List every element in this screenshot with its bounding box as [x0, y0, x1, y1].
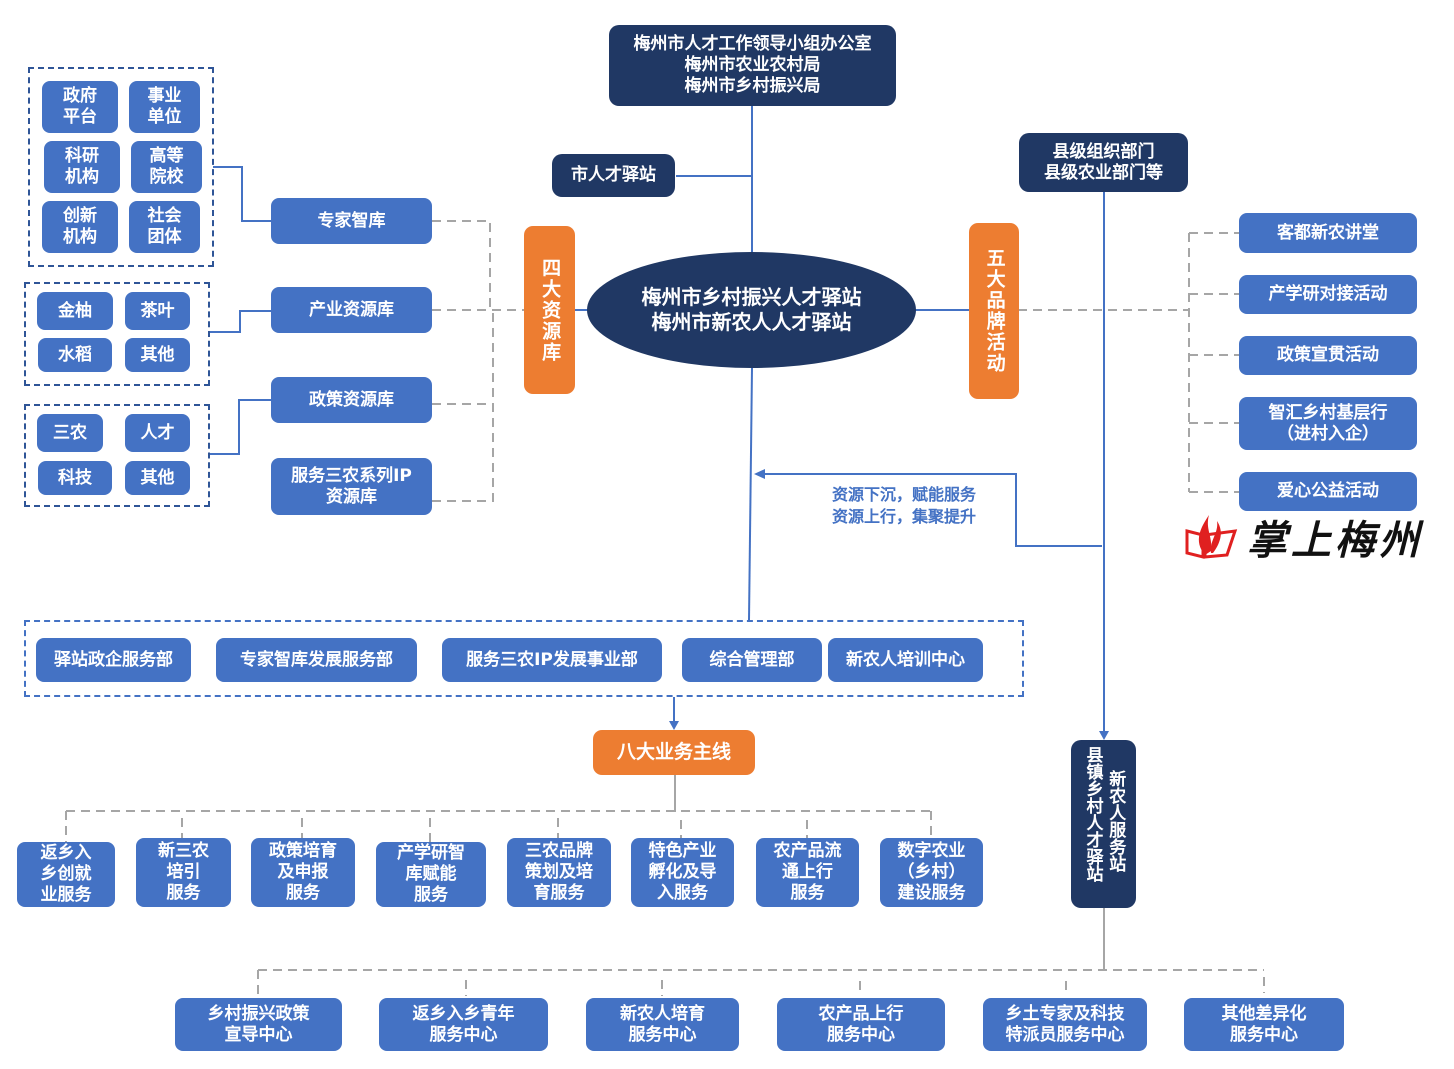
line-industry-members [209, 310, 272, 333]
member-research[interactable]: 科研 机构 [44, 141, 120, 193]
member-tea[interactable]: 茶叶 [125, 292, 190, 330]
city-talent-station[interactable]: 市人才驿站 [552, 154, 675, 197]
dash-expert [432, 220, 491, 310]
center-agri-products[interactable]: 农产品上行 服务中心 [777, 998, 945, 1051]
member-innovation[interactable]: 创新 机构 [42, 201, 118, 253]
eight-business-lines-label[interactable]: 八大业务主线 [593, 730, 755, 775]
center-new-farmer-training[interactable]: 新农人培育 服务中心 [586, 998, 739, 1051]
leadership-box[interactable]: 梅州市人才工作领导小组办公室 梅州市农业农村局 梅州市乡村振兴局 [609, 25, 896, 106]
flow-note: 资源下沉，赋能服务 资源上行，集聚提升 [832, 485, 977, 526]
member-industry-other[interactable]: 其他 [125, 338, 190, 372]
dept-expert-think-tank[interactable]: 专家智库发展服务部 [216, 638, 417, 682]
member-talent[interactable]: 人才 [125, 414, 190, 452]
member-university[interactable]: 高等 院校 [131, 141, 202, 193]
county-departments-box[interactable]: 县级组织部门 县级农业部门等 [1019, 133, 1188, 192]
member-institution[interactable]: 事业 单位 [129, 81, 200, 133]
line-expert-members [213, 166, 272, 222]
business-line-7[interactable]: 农产品流 通上行 服务 [756, 838, 859, 907]
line-center-departments [748, 367, 753, 621]
center-other[interactable]: 其他差异化 服务中心 [1184, 998, 1344, 1051]
brand-charity[interactable]: 爱心公益活动 [1239, 472, 1417, 511]
member-policy-other[interactable]: 其他 [125, 461, 190, 495]
five-brands-label[interactable]: 五大品牌活动 [969, 223, 1019, 399]
county-station-col2: 县镇乡村人才驿站 [1082, 746, 1103, 882]
member-gov-platform[interactable]: 政府 平台 [42, 81, 118, 133]
library-sannong-ip[interactable]: 服务三农系列IP 资源库 [271, 458, 432, 515]
business-line-3[interactable]: 政策培育 及申报 服务 [251, 838, 355, 907]
dept-general-management[interactable]: 综合管理部 [682, 638, 822, 682]
brand-industry-academia[interactable]: 产学研对接活动 [1239, 275, 1417, 314]
logo-flame-book-icon [1185, 515, 1238, 559]
library-industry[interactable]: 产业资源库 [271, 287, 432, 333]
member-tech[interactable]: 科技 [38, 461, 112, 495]
library-policy[interactable]: 政策资源库 [271, 377, 432, 423]
center-returning-youth[interactable]: 返乡入乡青年 服务中心 [379, 998, 548, 1051]
industry-members-frame [24, 282, 210, 386]
member-rice[interactable]: 水稻 [38, 338, 112, 372]
logo: 掌上梅州 [1183, 508, 1423, 566]
central-station-ellipse[interactable]: 梅州市乡村振兴人才驿站 梅州市新农人人才驿站 [587, 252, 916, 368]
business-line-2[interactable]: 新三农 培引 服务 [136, 838, 231, 907]
arrowhead-feedback [754, 469, 765, 479]
county-station-box[interactable]: 新农人服务站 县镇乡村人才驿站 [1071, 740, 1136, 908]
line-feedback [760, 473, 1102, 547]
brand-kedu-lecture[interactable]: 客都新农讲堂 [1239, 213, 1417, 253]
dash-ip [432, 312, 494, 502]
member-social-group[interactable]: 社会 团体 [129, 201, 200, 253]
business-line-1[interactable]: 返乡入 乡创就 业服务 [17, 842, 115, 907]
policy-members-frame [24, 404, 210, 507]
center-local-experts[interactable]: 乡土专家及科技 特派员服务中心 [983, 998, 1147, 1051]
member-sannong[interactable]: 三农 [37, 414, 103, 452]
dept-sannong-ip[interactable]: 服务三农IP发展事业部 [442, 638, 662, 682]
line-policy-members [209, 399, 272, 455]
dept-gov-enterprise[interactable]: 驿站政企服务部 [36, 638, 191, 682]
library-expert-think-tank[interactable]: 专家智库 [271, 198, 432, 244]
expert-members-frame [28, 67, 214, 267]
arrowhead-county [1099, 731, 1109, 740]
four-resources-label[interactable]: 四大资源库 [524, 226, 575, 394]
brand-policy-promotion[interactable]: 政策宣贯活动 [1239, 336, 1417, 375]
county-station-col1: 新农人服务站 [1105, 770, 1126, 872]
center-policy-promotion[interactable]: 乡村振兴政策 宣导中心 [175, 998, 342, 1051]
logo-text: 掌上梅州 [1247, 517, 1423, 564]
arrowhead-eight [669, 721, 679, 730]
business-line-4[interactable]: 产学研智 库赋能 服务 [376, 842, 486, 907]
business-line-5[interactable]: 三农品牌 策划及培 育服务 [507, 838, 611, 907]
dept-training-center[interactable]: 新农人培训中心 [828, 638, 983, 682]
business-line-8[interactable]: 数字农业 （乡村） 建设服务 [880, 838, 983, 907]
business-line-6[interactable]: 特色产业 孵化及导 入服务 [631, 838, 734, 907]
member-pomelo[interactable]: 金柚 [37, 292, 113, 330]
brand-village-visit[interactable]: 智汇乡村基层行 （进村入企） [1239, 397, 1417, 450]
departments-frame [24, 620, 1024, 697]
